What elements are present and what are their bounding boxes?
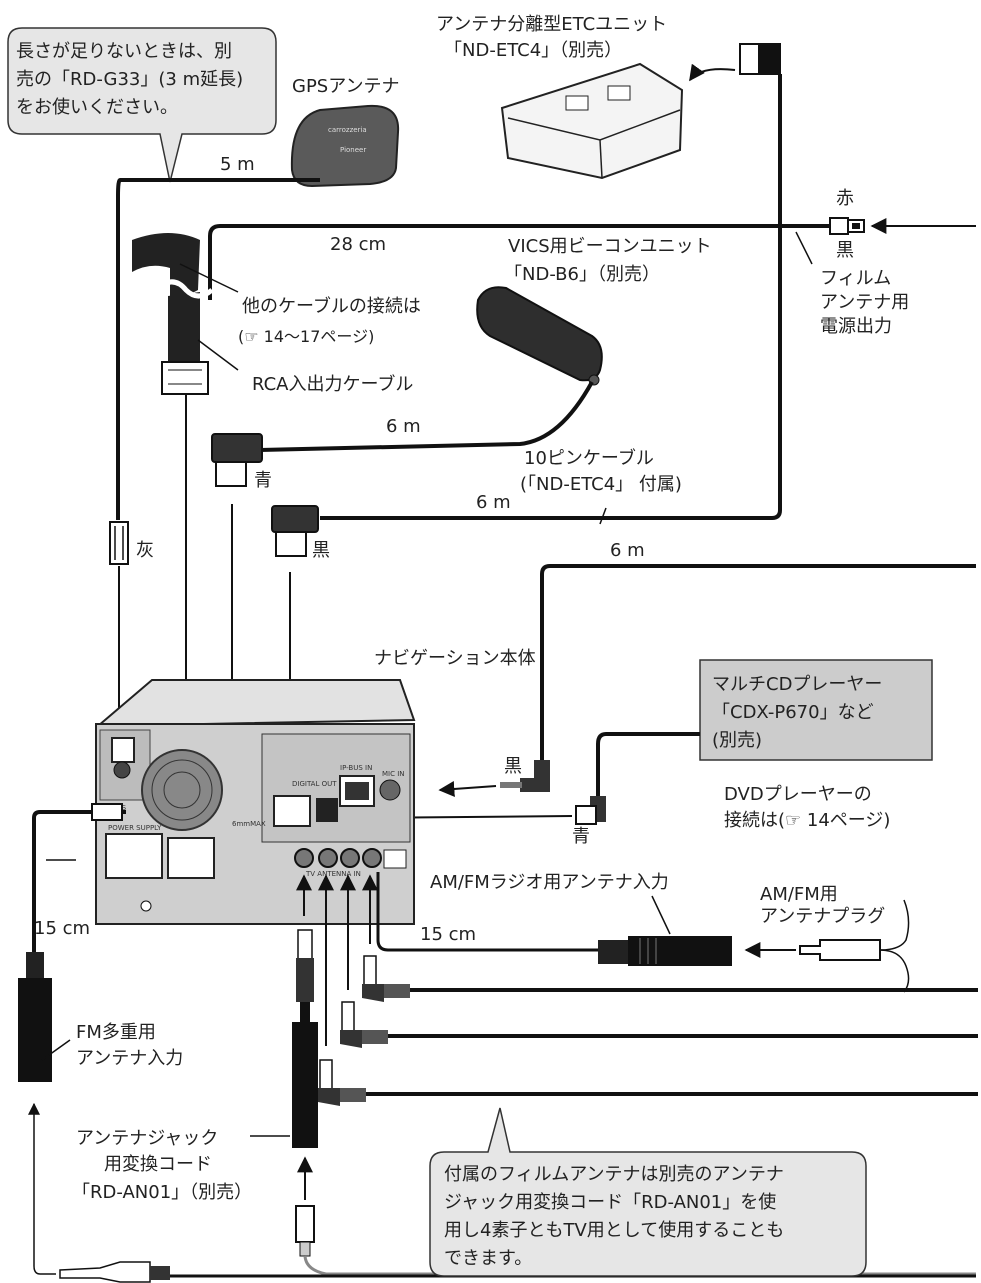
- other-cables-1: 他のケーブルの接続は: [242, 295, 421, 317]
- length-amfm: 15 cm: [420, 924, 476, 945]
- etc-label-1: アンテナ分離型ETCユニット: [436, 14, 667, 35]
- label-black-etc: 黒: [312, 540, 330, 561]
- film-power-connector: [829, 217, 865, 235]
- rca-cable-label: RCA入出力ケーブル: [252, 373, 413, 395]
- dvd-player-1: DVDプレーヤーの: [724, 784, 872, 805]
- gps-antenna-label: GPSアンテナ: [292, 76, 400, 97]
- blue-connector-beacon: [211, 433, 263, 487]
- gps-cable: [116, 178, 320, 520]
- amfm-input-label: AM/FMラジオ用アンテナ入力: [430, 872, 669, 893]
- callout-bottom: 付属のフィルムアンテナは別売のアンテナ ジャック用変換コード「RD-AN01」を…: [429, 1107, 867, 1277]
- ipbus-plug: [575, 796, 606, 825]
- multi-cd-1: マルチCDプレーヤー: [712, 674, 882, 695]
- etc-unit: [500, 62, 684, 180]
- amfm-cable: [376, 872, 598, 952]
- tv-plug-1: [362, 955, 410, 1002]
- length-mic: 6 m: [610, 540, 645, 561]
- fm-multi-2: アンテナ入力: [76, 1048, 183, 1069]
- jack-cord-2: 用変換コード: [104, 1154, 212, 1175]
- callout-bottom-2: ジャック用変換コード「RD-AN01」を使: [444, 1192, 776, 1213]
- etc-label-2: 「ND-ETC4」（別売）: [444, 40, 622, 61]
- label-black-power: 黒: [836, 240, 854, 261]
- amfm-plug-2: アンテナプラグ: [760, 906, 885, 927]
- multi-cd-3: (別売): [712, 730, 762, 751]
- ten-pin-label-2: (「ND-ETC4」 付属): [520, 474, 682, 495]
- navigation-unit: GPS POWER SUPPLY DIGITAL OUT IP-BUS IN M…: [95, 679, 416, 925]
- mic-cable: [540, 564, 976, 760]
- callout-bottom-1: 付属のフィルムアンテナは別売のアンテナ: [444, 1164, 784, 1185]
- panel-digital: DIGITAL OUT: [292, 780, 337, 788]
- length-gps: 5 m: [220, 154, 255, 175]
- callout-top: 長さが足りないときは、別 売の「RD-G33」(3 m延長) をお使いください。: [7, 27, 277, 183]
- callout-bottom-4: できます。: [444, 1248, 532, 1269]
- panel-tv: TV ANTENNA IN: [305, 870, 361, 878]
- panel-mic: MIC IN: [382, 770, 405, 778]
- jack-cord-3: 「RD-AN01」（別売）: [72, 1182, 252, 1203]
- multi-cd-2: 「CDX-P670」など: [712, 702, 874, 723]
- fm-cable: [32, 810, 126, 952]
- other-cables-2: (☞ 14～17ページ): [238, 327, 374, 346]
- film-power-cable: [208, 224, 830, 300]
- bottom-fm-plug: [59, 1261, 170, 1283]
- callout-top-line3: をお使いください。: [16, 97, 178, 118]
- label-gray: 灰: [136, 540, 154, 561]
- length-etc: 6 m: [476, 492, 511, 513]
- svg-text:carrozzeria: carrozzeria: [328, 126, 367, 134]
- beacon-label-2: 「ND-B6」（別売）: [504, 264, 660, 285]
- tv-plug-2: [340, 1001, 388, 1048]
- gps-antenna: carrozzeria Pioneer: [290, 104, 400, 188]
- panel-power: POWER SUPPLY: [108, 824, 162, 832]
- film-power-1: フィルム: [820, 268, 891, 289]
- amfm-plug-1: AM/FM用: [760, 884, 838, 905]
- gps-connector: [109, 521, 129, 565]
- beacon-label-1: VICS用ビーコンユニット: [508, 236, 712, 257]
- rca-cable-bundle: [132, 233, 214, 395]
- multi-cd-box: [699, 659, 933, 761]
- film-power-2: アンテナ用: [820, 292, 909, 313]
- panel-max: 6mmMAX: [232, 820, 266, 828]
- svg-text:Pioneer: Pioneer: [340, 146, 366, 154]
- beacon-cable: [259, 381, 594, 452]
- length-fm: 15 cm: [34, 918, 90, 939]
- amfm-connector: [598, 936, 732, 966]
- callout-top-line1: 長さが足りないときは、別: [16, 41, 232, 62]
- black-connector-etc: [271, 505, 319, 557]
- etc-connector: [739, 43, 781, 75]
- jack-cord-1: アンテナジャック: [76, 1128, 218, 1149]
- navi-unit-label: ナビゲーション本体: [374, 648, 536, 669]
- callout-top-line2: 売の「RD-G33」(3 m延長): [16, 69, 243, 90]
- beacon-unit: [476, 286, 603, 386]
- jack-cord: [292, 929, 318, 1148]
- length-rca: 28 cm: [330, 234, 386, 255]
- length-beacon: 6 m: [386, 416, 421, 437]
- dvd-player-2: 接続は(☞ 14ページ): [724, 810, 890, 831]
- panel-ipbus: IP-BUS IN: [340, 764, 372, 772]
- label-blue-ipbus: 青: [572, 826, 590, 847]
- label-black-mic: 黒: [504, 756, 522, 777]
- etc-cable: [320, 74, 782, 520]
- tv-plug-3: [318, 1059, 366, 1106]
- fm-multi-1: FM多重用: [76, 1022, 156, 1043]
- label-red: 赤: [836, 188, 854, 209]
- label-blue-beacon: 青: [254, 470, 272, 491]
- mic-plug: [500, 760, 550, 792]
- film-power-3: 電源出力: [820, 316, 892, 337]
- film-antenna-plug: [295, 1205, 315, 1257]
- amfm-plug: [799, 899, 910, 993]
- ten-pin-label-1: 10ピンケーブル: [524, 447, 654, 469]
- callout-bottom-3: 用し4素子ともTV用として使用することも: [444, 1220, 784, 1241]
- fm-connector: [18, 952, 52, 1082]
